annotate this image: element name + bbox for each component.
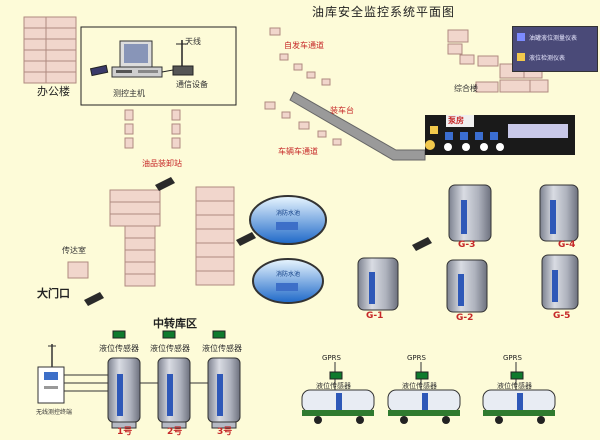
tank-label-g4: G-4 <box>558 240 576 250</box>
truck-sensor-icon <box>329 371 524 380</box>
transfer-tank-2 <box>157 357 191 429</box>
modem-icon <box>89 64 109 77</box>
control-link <box>161 69 174 73</box>
data-cable <box>64 374 210 392</box>
road-lower-label: 车辆车通道 <box>278 147 318 156</box>
antenna-label: 天线 <box>185 37 201 46</box>
tank-label-g5: G-5 <box>553 311 571 321</box>
tank-g2 <box>446 259 488 313</box>
transfer-tank-3 <box>207 357 241 429</box>
legend-swatch-level-gauge <box>517 33 525 41</box>
control-room <box>80 26 237 106</box>
legend-item-level-detector: 液位检测仪表 <box>513 47 597 67</box>
road-upper-label: 自发车通道 <box>284 41 324 50</box>
fire-pond-1 <box>249 195 327 245</box>
truck-gprs-1: GPRS <box>322 354 341 362</box>
loading-station-label: 油品装卸站 <box>142 159 182 168</box>
truck-gprs-2: GPRS <box>407 354 426 362</box>
truck-sensor-label-1: 液位传感器 <box>316 382 351 390</box>
plan-title: 油库安全监控系统平面图 <box>312 5 456 19</box>
gate-label: 大门口 <box>37 287 70 300</box>
transfer-sensor-label-2: 液位传感器 <box>150 344 190 353</box>
tanker-truck-3 <box>482 389 556 424</box>
complex-label: 综合楼 <box>454 84 478 93</box>
camera-icon <box>84 177 432 306</box>
legend-label-level-gauge: 油罐液位测量仪表 <box>529 34 578 42</box>
tank-g3 <box>448 184 492 242</box>
office-label: 办公楼 <box>37 85 70 98</box>
wireless-terminal-label: 无线测控终端 <box>36 409 73 416</box>
pond-label-2: 消防水池 <box>276 271 301 278</box>
level-sensor-icon <box>112 330 226 339</box>
guard-house <box>67 261 89 279</box>
legend-label-level-detector: 液位检测仪表 <box>529 54 566 62</box>
office-building <box>23 16 77 84</box>
wireless-terminal <box>37 344 65 404</box>
tank-g5 <box>541 254 579 310</box>
legend: 油罐液位测量仪表 液位检测仪表 <box>512 26 598 72</box>
storage-block-left <box>109 189 161 287</box>
transfer-area-label: 中转库区 <box>153 317 197 330</box>
fire-pond-2 <box>252 258 324 304</box>
control-host-label: 测控主机 <box>113 89 145 98</box>
tank-label-g1: G-1 <box>366 311 384 321</box>
pump-room-label: 泵房 <box>448 116 464 125</box>
truck-sensor-label-3: 液位传感器 <box>497 382 532 390</box>
legend-item-level-gauge: 油罐液位测量仪表 <box>513 27 597 47</box>
transfer-tank-label-3: 3号 <box>217 427 233 437</box>
guard-label: 传达室 <box>62 246 86 255</box>
building-column-a <box>124 109 181 149</box>
tank-g1 <box>357 257 399 311</box>
transfer-tank-label-2: 2号 <box>167 427 183 437</box>
comm-device-label: 通信设备 <box>176 80 208 89</box>
tank-label-g3: G-3 <box>458 240 476 250</box>
legend-swatch-level-detector <box>517 53 525 61</box>
transfer-sensor-label-3: 液位传感器 <box>202 344 242 353</box>
tank-g4 <box>539 184 579 242</box>
transfer-tank-1 <box>107 357 141 429</box>
transfer-tank-label-1: 1号 <box>117 427 133 437</box>
truck-sensor-label-2: 液位传感器 <box>402 382 437 390</box>
small-buildings <box>264 27 342 146</box>
tank-label-g2: G-2 <box>456 313 474 323</box>
storage-block-mid <box>195 186 235 286</box>
tanker-truck-1 <box>301 389 375 424</box>
transfer-sensor-label-1: 液位传感器 <box>99 344 139 353</box>
pond-label-1: 消防水池 <box>276 210 301 217</box>
truck-gprs-3: GPRS <box>503 354 522 362</box>
tanker-truck-2 <box>387 389 461 424</box>
loading-platform-label: 装车台 <box>330 106 354 115</box>
computer-icon <box>111 40 163 78</box>
pump-room <box>425 115 575 155</box>
